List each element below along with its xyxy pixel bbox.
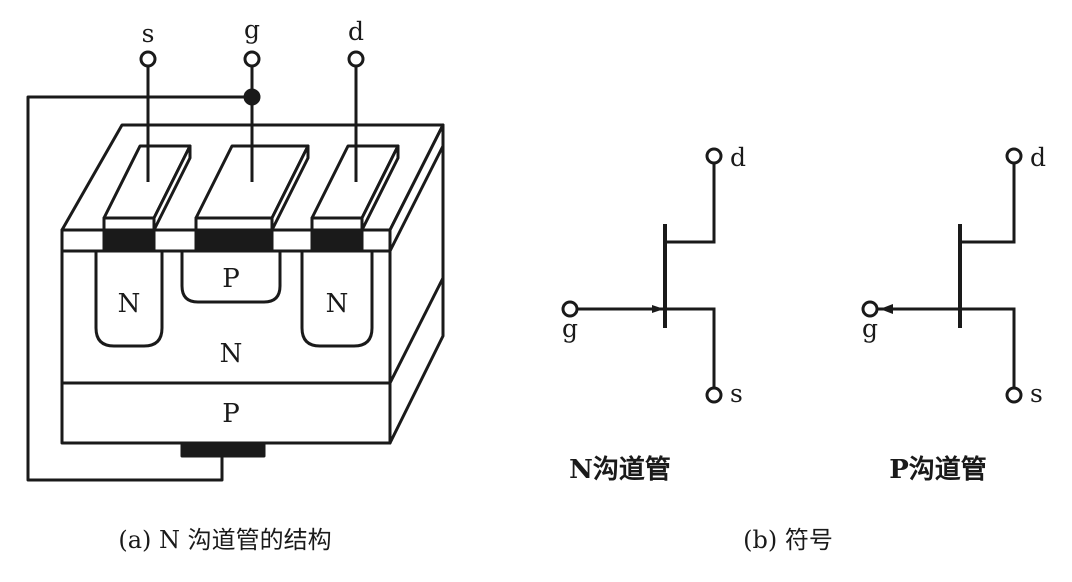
right-n-well-label: N (326, 289, 349, 319)
gate-electrode-front (194, 216, 274, 232)
p-channel-source-terminal (1005, 386, 1023, 404)
p-channel-label: P沟道管 (889, 454, 987, 485)
p-channel-drain-label: d (1030, 143, 1046, 172)
source-terminal (139, 50, 157, 68)
n-channel-source-terminal (705, 386, 723, 404)
drain-label: d (348, 17, 364, 46)
structure-caption: (a) N 沟道管的结构 (118, 526, 331, 554)
n-channel-gate-label: g (562, 314, 578, 343)
block-side-edge-2 (388, 277, 445, 384)
source-electrode-front (102, 216, 156, 232)
drain-contact-bar (310, 228, 364, 253)
symbols-caption: (b) 符号 (743, 526, 833, 554)
structure-view (26, 50, 445, 482)
source-contact-bar (102, 228, 156, 253)
p-channel-drain-wire (960, 162, 1016, 244)
block-side-edge-1 (388, 145, 445, 252)
n-channel-label: N (220, 339, 243, 369)
left-n-well-label: N (118, 289, 141, 319)
p-channel-source-wire (960, 307, 1016, 389)
gate-p-region (180, 251, 282, 304)
gate-junction-dot (243, 88, 261, 106)
gate-p-region-label: P (222, 264, 240, 294)
right-n-well (300, 251, 374, 348)
drain-terminal (347, 50, 365, 68)
n-channel-label: N沟道管 (569, 454, 671, 485)
p-channel-gate-arrowhead (880, 304, 893, 314)
n-channel-drain-terminal (705, 147, 723, 165)
n-channel-source-wire (665, 307, 716, 389)
gate-label: g (244, 15, 260, 44)
p-channel-drain-terminal (1005, 147, 1023, 165)
n-channel-drain-wire (665, 162, 716, 244)
p-channel-gate-label: g (862, 314, 878, 343)
p-channel-gate-terminal (861, 300, 879, 318)
gate-electrode-side (270, 144, 310, 232)
drain-electrode-side (360, 144, 400, 232)
p-channel-symbol (861, 147, 1023, 404)
n-channel-drain-label: d (730, 143, 746, 172)
gate-substrate-wire (26, 95, 252, 482)
p-substrate-label: P (222, 399, 240, 429)
n-channel-gate-terminal (561, 300, 579, 318)
n-channel-symbol (561, 147, 723, 404)
source-electrode-side (152, 144, 192, 232)
gate-contact-bar (194, 228, 274, 253)
gate-terminal (243, 50, 261, 68)
substrate-contact (180, 441, 266, 458)
drain-electrode-front (310, 216, 364, 232)
source-label: s (142, 19, 155, 48)
p-channel-source-label: s (1030, 379, 1043, 408)
n-channel-source-label: s (730, 379, 743, 408)
left-n-well (94, 251, 164, 348)
